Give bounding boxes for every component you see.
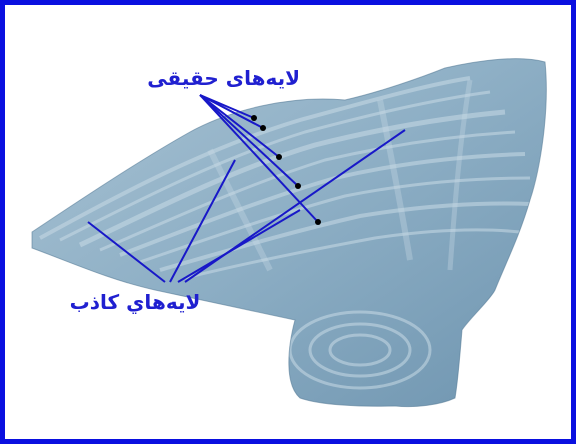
false-layers-label: لايه‌هاي كاذب (55, 292, 215, 312)
true-layers-label: لايه‌های حقيقی (150, 68, 300, 88)
shell-specimen (32, 59, 546, 407)
marker-dot (315, 219, 321, 225)
marker-dot (295, 183, 301, 189)
marker-dot (276, 154, 282, 160)
marker-dot (251, 115, 257, 121)
marker-dot (260, 125, 266, 131)
